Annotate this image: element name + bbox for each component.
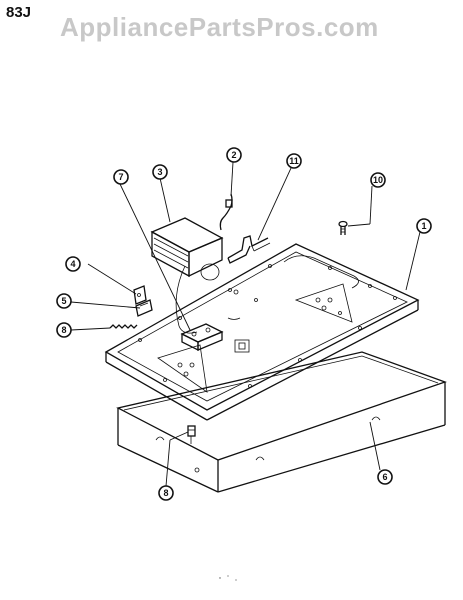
- watermark: AppliancePartsPros.com: [60, 12, 379, 42]
- callout-1: 1: [416, 218, 432, 234]
- callout-8b: 8: [158, 485, 174, 501]
- terminal-block: [180, 323, 224, 352]
- mounting-bracket: [227, 235, 271, 264]
- callout-8a: 8: [56, 322, 72, 338]
- callout-3: 3: [152, 164, 168, 180]
- callout-11: 11: [286, 153, 302, 169]
- svg-text:1: 1: [421, 221, 426, 231]
- wire-harness: [175, 265, 198, 334]
- scan-specks: [219, 575, 237, 581]
- screw: [338, 220, 348, 235]
- spark-module: [150, 217, 224, 281]
- spring: [109, 324, 138, 329]
- svg-text:11: 11: [289, 156, 299, 166]
- clip-bracket: [133, 285, 147, 305]
- callout-7: 7: [113, 169, 129, 185]
- svg-text:6: 6: [382, 472, 387, 482]
- svg-text:4: 4: [70, 259, 75, 269]
- callout-10: 10: [370, 172, 386, 188]
- svg-text:5: 5: [61, 296, 66, 306]
- power-cord-connector: [219, 193, 233, 231]
- svg-text:7: 7: [118, 172, 123, 182]
- svg-text:8: 8: [163, 488, 168, 498]
- callout-5: 5: [56, 293, 72, 309]
- svg-text:10: 10: [373, 175, 383, 185]
- burner-box: [116, 351, 447, 493]
- callout-2: 2: [226, 147, 242, 163]
- spring-holder: [135, 299, 153, 317]
- svg-text:3: 3: [157, 167, 162, 177]
- fastener: [187, 425, 196, 444]
- main-top-panel: [104, 243, 420, 421]
- leader-lines: [70, 161, 421, 487]
- svg-text:8: 8: [61, 325, 66, 335]
- callout-4: 4: [65, 256, 81, 272]
- svg-text:2: 2: [231, 150, 236, 160]
- callout-6: 6: [377, 469, 393, 485]
- page-code: 83J: [6, 4, 32, 21]
